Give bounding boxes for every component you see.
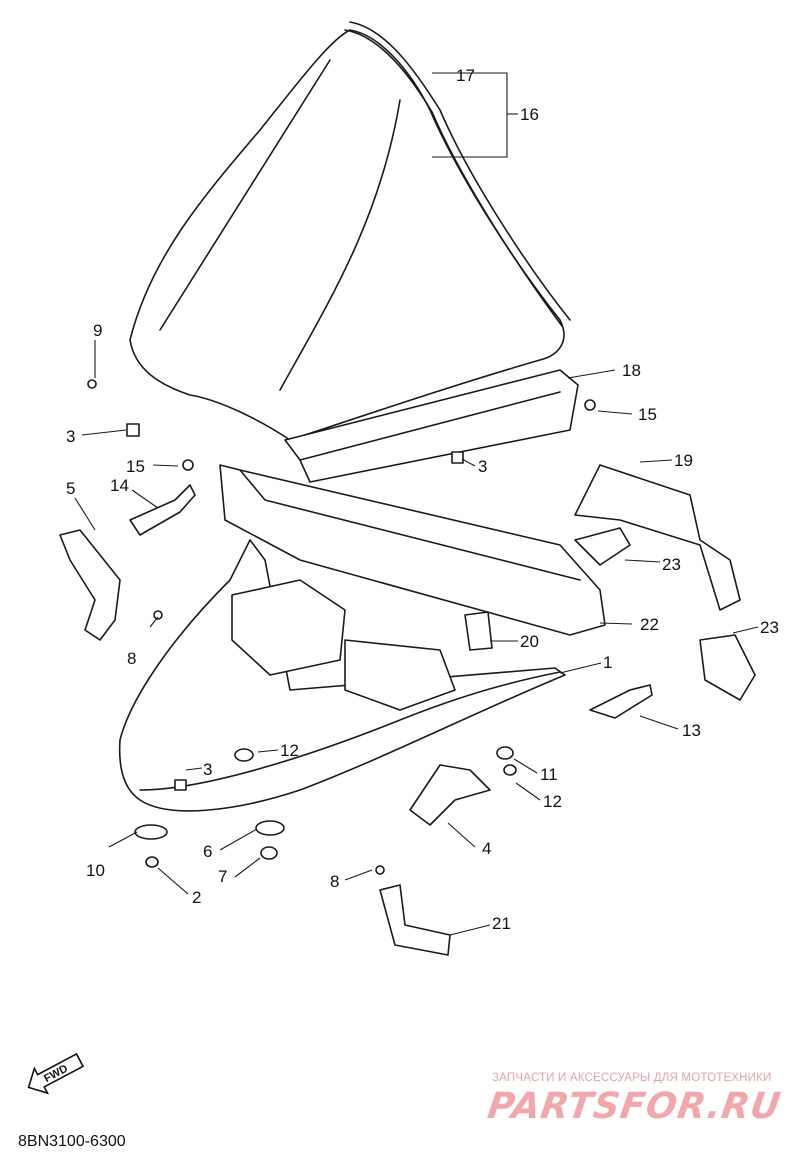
callout-23: 23 [760,618,779,637]
callout-3: 3 [203,760,212,779]
callout-16: 16 [520,105,539,124]
callout-21: 21 [492,914,511,933]
callout-numbers: 17 16 18 15 19 23 23 22 20 1 13 11 12 4 … [66,66,779,933]
watermark-logo: PARTSFOR.RU [485,1086,784,1127]
callout-12: 12 [280,741,299,760]
callout-13: 13 [682,721,701,740]
callout-15: 15 [638,405,657,424]
callout-1: 1 [603,653,612,672]
callout-8: 8 [127,649,136,668]
diagram-code: 8BN3100-6300 [18,1133,126,1150]
callout-17: 17 [456,66,475,85]
fwd-label: FWD [42,1063,70,1085]
callout-7: 7 [218,867,227,886]
callout-3: 3 [66,427,75,446]
callout-8: 8 [330,872,339,891]
callout-18: 18 [622,361,641,380]
watermark-tagline: ЗАПЧАСТИ И АКСЕССУАРЫ ДЛЯ МОТОТЕХНИКИ [492,1072,772,1084]
callout-6: 6 [203,842,212,861]
fwd-arrow-icon: FWD [27,1052,85,1095]
callout-4: 4 [482,839,491,858]
callout-20: 20 [520,632,539,651]
center-duct-panel [219,464,606,651]
callout-11: 11 [540,765,558,784]
callout-14: 14 [110,476,129,495]
callout-15: 15 [126,457,145,476]
windshield-lower-strip [284,369,579,483]
callout-9: 9 [93,321,102,340]
callout-19: 19 [674,451,693,470]
mounting-stay [574,464,756,701]
callout-10: 10 [86,861,105,880]
callout-3: 3 [478,457,487,476]
small-parts [59,379,653,956]
callout-23: 23 [662,555,681,574]
callout-22: 22 [640,615,659,634]
leader-lines [74,72,759,936]
windshield [129,21,571,441]
lower-cowl [118,539,566,812]
callout-12: 12 [543,792,562,811]
callout-5: 5 [66,479,75,498]
callout-2: 2 [192,888,201,907]
